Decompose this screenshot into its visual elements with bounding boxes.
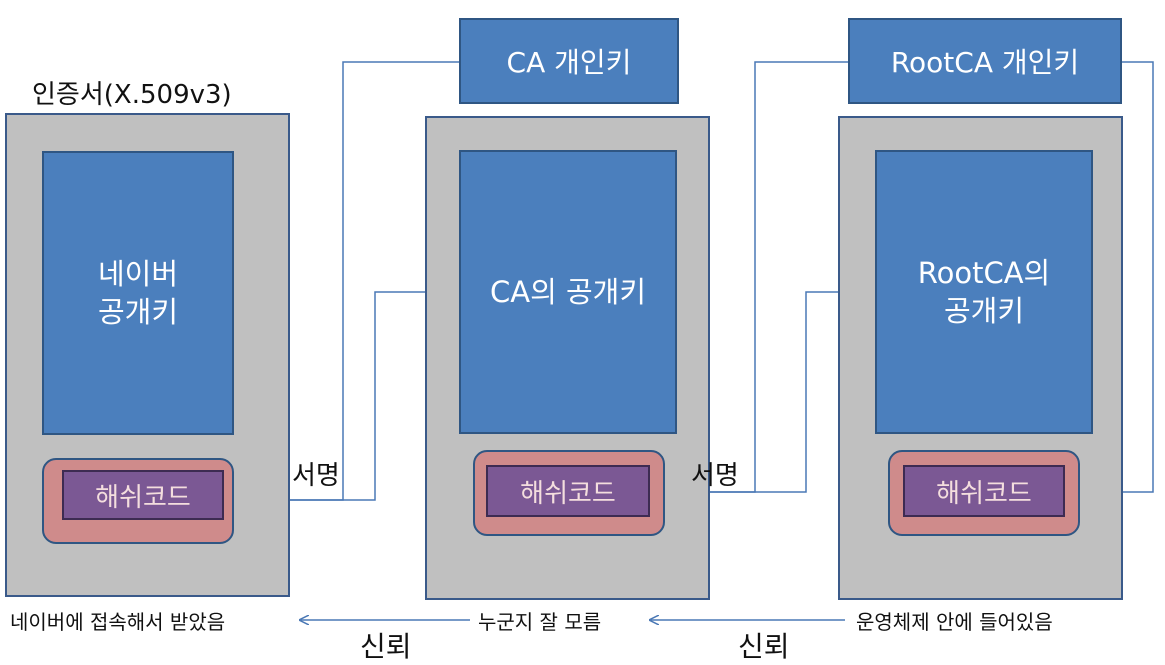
certificate-title: 인증서(X.509v3): [32, 80, 232, 110]
ca-private-key-box: CA 개인키: [459, 18, 679, 104]
ca-pubkey-to-naver-hash-arrow: [228, 291, 459, 500]
signature-label-1: 서명: [292, 461, 340, 491]
signature-label-2: 서명: [691, 461, 739, 491]
ca-hash-code: 해쉬코드: [486, 465, 650, 517]
trust-label-1: 신뢰: [360, 630, 412, 663]
rootca-public-key-box: RootCA의 공개키: [875, 150, 1093, 434]
naver-hash-code: 해쉬코드: [62, 470, 224, 520]
naver-source-label: 네이버에 접속해서 받았음: [10, 610, 226, 634]
trust-label-2: 신뢰: [738, 630, 790, 663]
rootca-private-key-box: RootCA 개인키: [848, 18, 1122, 104]
root-source-label: 운영체제 안에 들어있음: [856, 610, 1053, 634]
ca-source-label: 누군지 잘 모름: [478, 610, 602, 634]
naver-public-key-box: 네이버 공개키: [42, 151, 234, 435]
ca-public-key-box: CA의 공개키: [459, 150, 677, 434]
rootca-hash-code: 해쉬코드: [903, 465, 1065, 517]
